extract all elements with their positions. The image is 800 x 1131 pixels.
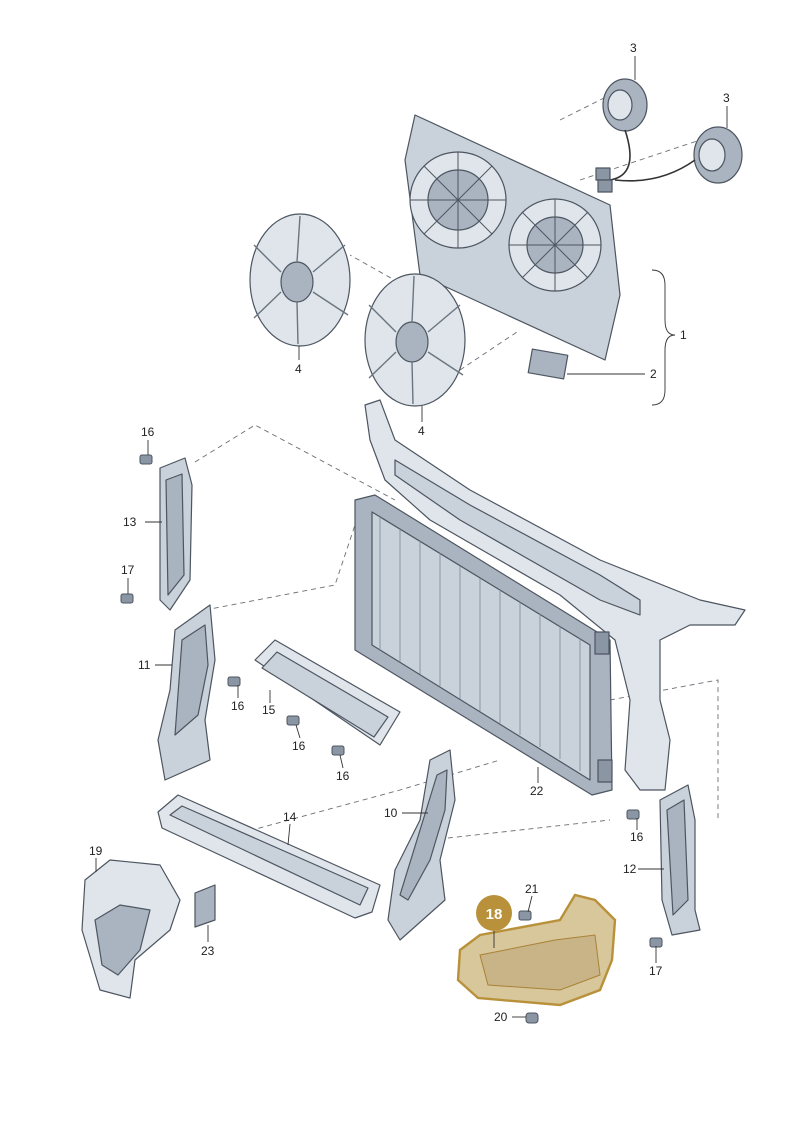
air-guide-15-part [254, 639, 401, 746]
label-plate-part [527, 348, 569, 380]
fan-motor-lower-part [597, 126, 743, 193]
callout-14: 14 [283, 810, 297, 824]
callout-labels: 3 3 1 2 4 4 16 13 17 11 16 15 16 16 22 1… [89, 41, 730, 1024]
fan-blade-left-part [249, 213, 351, 347]
callout-16: 16 [292, 739, 306, 753]
callout-21: 21 [525, 882, 539, 896]
callout-15: 15 [262, 703, 276, 717]
air-guide-11-part [157, 604, 216, 781]
callout-3: 3 [723, 91, 730, 105]
callout-22: 22 [530, 784, 544, 798]
callout-4: 4 [295, 362, 302, 376]
air-guide-10-part [387, 749, 456, 941]
callout-2: 2 [650, 367, 657, 381]
callout-16: 16 [630, 830, 644, 844]
air-guide-13-part [159, 457, 193, 611]
highlight-number: 18 [486, 906, 503, 923]
callout-17: 17 [121, 563, 135, 577]
callout-16: 16 [231, 699, 245, 713]
air-duct-19-part [81, 859, 181, 999]
fan-motor-upper-part [595, 78, 648, 181]
callout-20: 20 [494, 1010, 508, 1024]
callout-23: 23 [201, 944, 215, 958]
lock-carrier-part [364, 399, 746, 791]
callout-1: 1 [680, 328, 687, 342]
callout-17: 17 [649, 964, 663, 978]
highlight-badge-18[interactable]: 18 [476, 895, 512, 931]
callout-16: 16 [141, 425, 155, 439]
callout-13: 13 [123, 515, 137, 529]
highlighted-part-18 [456, 893, 617, 1007]
callout-19: 19 [89, 844, 103, 858]
callout-tick-lines [95, 56, 728, 1018]
fan-shroud-part [404, 114, 621, 361]
callout-bracket-1 [651, 269, 676, 406]
callout-3: 3 [630, 41, 637, 55]
bolt-hardware [120, 454, 663, 1024]
air-guide-12-part [659, 784, 701, 936]
callout-11: 11 [138, 658, 151, 672]
callout-10: 10 [384, 806, 398, 820]
underbody-panel-14-part [157, 794, 381, 919]
fan-blade-right-part [364, 273, 466, 407]
callout-4: 4 [418, 424, 425, 438]
bracket-23-part [194, 884, 216, 928]
callout-12: 12 [623, 862, 637, 876]
callout-16: 16 [336, 769, 350, 783]
radiator-part [354, 494, 613, 796]
